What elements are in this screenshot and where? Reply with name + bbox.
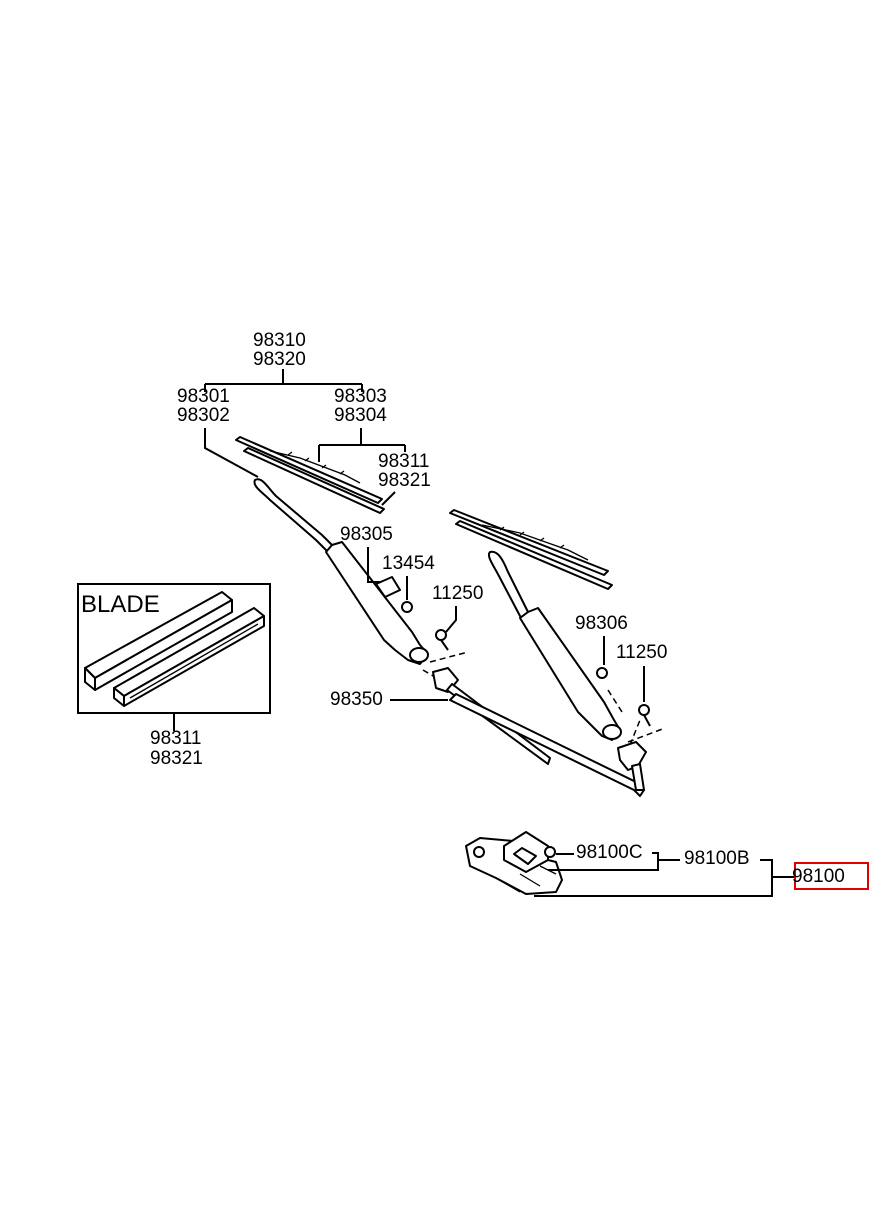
label-98321-top[interactable]: 98321 <box>378 470 431 491</box>
bolt-11250-passenger[interactable] <box>638 704 651 727</box>
label-98303[interactable]: 98303 <box>334 386 387 407</box>
blade-inset-title: BLADE <box>81 591 160 618</box>
label-11250-driver[interactable]: 11250 <box>432 583 483 604</box>
label-98310[interactable]: 98310 <box>253 330 306 351</box>
arm-cap-98305[interactable] <box>375 576 401 598</box>
label-98311-inset[interactable]: 98311 <box>150 728 201 749</box>
blade-inset: BLADE <box>77 583 271 714</box>
leader-98100C <box>548 852 659 871</box>
label-98320[interactable]: 98320 <box>253 349 306 370</box>
nut-98306[interactable] <box>596 667 608 679</box>
label-98100C[interactable]: 98100C <box>576 842 643 863</box>
label-13454[interactable]: 13454 <box>382 553 435 574</box>
label-98306[interactable]: 98306 <box>575 613 628 634</box>
label-98350[interactable]: 98350 <box>330 689 383 710</box>
label-98321-inset[interactable]: 98321 <box>150 748 203 769</box>
wiper-motor-assembly[interactable] <box>465 831 563 895</box>
driver-wiper-arm[interactable] <box>253 478 429 665</box>
wiper-linkage-98350[interactable] <box>432 667 647 797</box>
label-98301[interactable]: 98301 <box>177 386 230 407</box>
label-98311-top[interactable]: 98311 <box>378 451 429 472</box>
dash-driver-pivot <box>422 651 469 681</box>
leader-11250-driver <box>445 606 457 633</box>
bracket-98303 <box>318 428 406 462</box>
leader-98305 <box>367 547 380 583</box>
bolt-11250-driver[interactable] <box>435 629 449 651</box>
leader-98311-top <box>381 491 396 506</box>
label-11250-passenger[interactable]: 11250 <box>616 642 667 663</box>
bracket-arm-assembly <box>204 369 363 392</box>
blade-refill-upper[interactable] <box>84 591 233 691</box>
blade-refill-lower[interactable] <box>113 607 265 707</box>
dash-passenger-pivot <box>607 689 666 746</box>
nut-13454[interactable] <box>401 601 413 613</box>
label-98100[interactable]: 98100 <box>792 866 845 887</box>
highlight-box-98100 <box>794 862 869 890</box>
leader-98301 <box>204 428 259 478</box>
label-98304[interactable]: 98304 <box>334 405 387 426</box>
label-98100B[interactable]: 98100B <box>684 848 750 869</box>
driver-wiper-blade[interactable] <box>235 436 385 514</box>
passenger-wiper-blade[interactable] <box>449 509 613 590</box>
label-98305[interactable]: 98305 <box>340 524 393 545</box>
label-98302[interactable]: 98302 <box>177 405 230 426</box>
passenger-wiper-arm[interactable] <box>488 550 622 741</box>
